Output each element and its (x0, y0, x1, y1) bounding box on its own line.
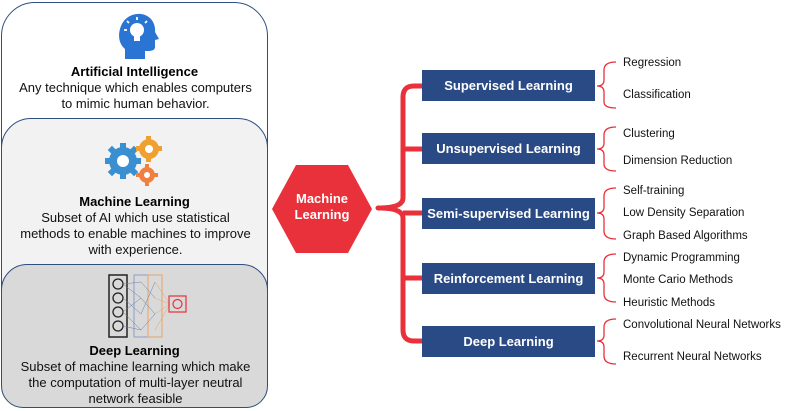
head-lightbulb-icon (119, 13, 159, 59)
item-monte-cario-methods: Monte Cario Methods (623, 274, 733, 286)
item-dynamic-programming: Dynamic Programming (623, 252, 740, 264)
ml-desc-line: methods to enable machines to improve (20, 226, 251, 241)
item-heuristic-methods: Heuristic Methods (623, 297, 716, 309)
sub-brace (596, 187, 617, 240)
item-dimension-reduction: Dimension Reduction (623, 155, 733, 167)
item-low-density-separation: Low Density Separation (623, 207, 745, 219)
ml-description: Subset of AI which use statistical metho… (10, 210, 261, 258)
item-regression: Regression (623, 57, 682, 69)
category-deep-learning: Deep Learning (422, 326, 595, 357)
ai-desc-line: Any technique which enables computers (19, 80, 252, 95)
sub-brace (596, 61, 617, 109)
center-hexagon (272, 165, 372, 253)
main-brace (375, 83, 422, 344)
dl-panel: Deep Learning Subset of machine learning… (1, 264, 268, 408)
item-recurrent-neural-networks: Recurrent Neural Networks (623, 351, 762, 363)
dl-desc-line: the computation of multi-layer neutral (28, 375, 243, 390)
ml-desc-line: with experience. (88, 242, 183, 257)
dl-title: Deep Learning (89, 343, 180, 358)
dl-description: Subset of machine learning which make th… (6, 359, 265, 407)
ai-description: Any technique which enables computers to… (6, 80, 265, 112)
category-reinforcement-learning: Reinforcement Learning (422, 263, 595, 294)
center-label: Machine Learning (270, 191, 374, 223)
item-classification: Classification (623, 89, 691, 101)
category-supervised-learning: Supervised Learning (422, 70, 595, 101)
center-label-line: Machine (295, 191, 348, 206)
gears-icon (105, 136, 162, 186)
neural-network-icon (108, 274, 187, 338)
item-convolutional-neural-networks: Convolutional Neural Networks (623, 319, 781, 331)
dl-desc-line: Subset of machine learning which make (20, 359, 251, 374)
sub-brace (596, 318, 617, 365)
item-self-training: Self-training (623, 185, 685, 197)
sub-brace (596, 126, 617, 172)
ml-desc-line: Subset of AI which use statistical (41, 210, 230, 225)
category-semi-supervised-learning: Semi-supervised Learning (422, 198, 595, 229)
sub-brace (596, 253, 617, 303)
item-clustering: Clustering (623, 128, 675, 140)
ml-title: Machine Learning (79, 194, 190, 209)
ai-title: Artificial Intelligence (70, 64, 199, 79)
category-unsupervised-learning: Unsupervised Learning (422, 133, 595, 164)
item-graph-based-algorithms: Graph Based Algorithms (623, 230, 748, 242)
ai-desc-line: to mimic human behavior. (61, 96, 210, 111)
dl-desc-line: network feasible (88, 391, 183, 406)
center-label-line: Learning (294, 207, 350, 222)
